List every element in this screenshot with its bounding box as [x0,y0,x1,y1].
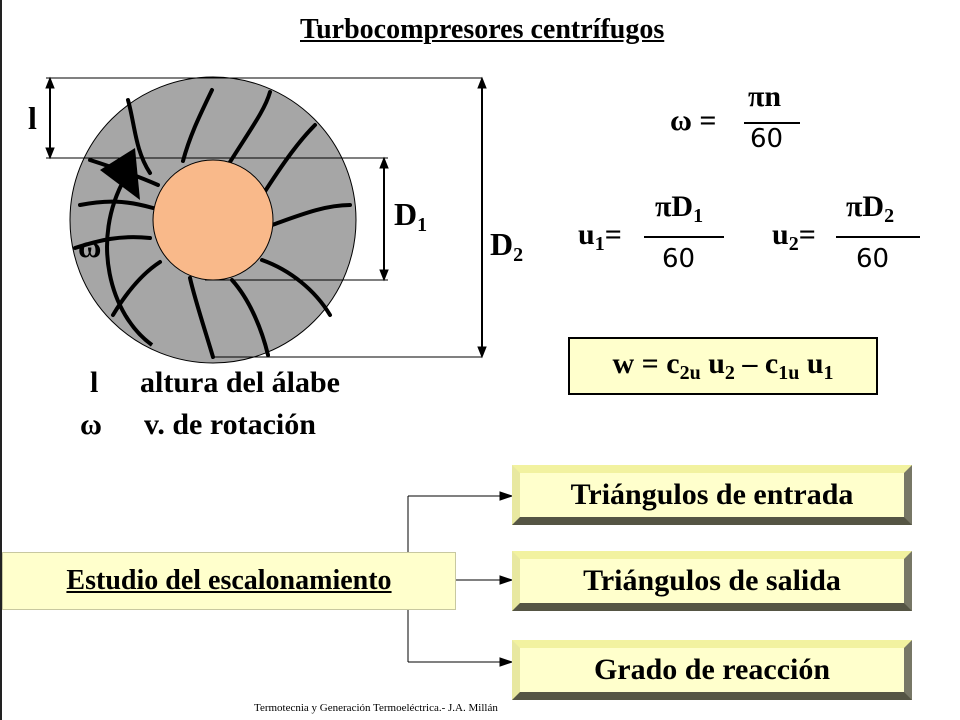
blade [228,90,272,164]
omega-fraction-bar [744,122,800,124]
work-formula-box: w = c2u u2 – c1u u1 [568,337,878,395]
u2-denominator: 60 [856,244,890,274]
legend-omega-text: v. de rotación [144,408,316,441]
legend-l-symbol: l [90,366,99,399]
rotation-arrowhead [100,148,140,200]
reaction-degree-box: Grado de reacción [512,640,912,700]
u1-denominator: 60 [662,244,696,274]
label-d1: D1 [394,196,428,236]
u1-numerator: πD1 [655,190,704,227]
label-omega: ω [78,228,102,264]
slide-left-border [0,0,2,720]
legend-l-text: altura del álabe [140,366,340,399]
blade [260,123,317,198]
omega-numerator: πn [748,80,782,113]
label-l: l [28,100,37,136]
study-root-box: Estudio del escalonamiento [2,552,456,610]
blade [270,203,352,227]
exit-triangles-box: Triángulos de salida [512,551,912,611]
u2-numerator: πD2 [846,190,895,227]
footer-credit: Termotecnia y Generación Termoeléctrica.… [254,702,498,714]
page-title: Turbocompresores centrífugos [300,14,665,45]
blade [73,235,152,250]
omega-lhs: ω = [670,104,717,137]
blade [126,98,152,175]
legend-omega-symbol: ω [80,408,102,441]
u2-lhs: u2= [772,218,816,255]
blade [260,258,332,317]
blade [188,276,215,359]
blade [111,260,162,317]
impeller-diagram [45,76,487,364]
omega-denominator: 60 [750,124,784,154]
u2-fraction-bar [836,236,920,238]
label-d2: D2 [490,226,524,266]
blade [230,278,270,357]
work-formula: w = c2u u2 – c1u u1 [612,347,834,384]
blade [181,88,214,163]
u1-fraction-bar [644,236,724,238]
u1-lhs: u1= [578,218,622,255]
rotation-arc [105,177,154,347]
entry-triangles-box: Triángulos de entrada [512,465,912,525]
